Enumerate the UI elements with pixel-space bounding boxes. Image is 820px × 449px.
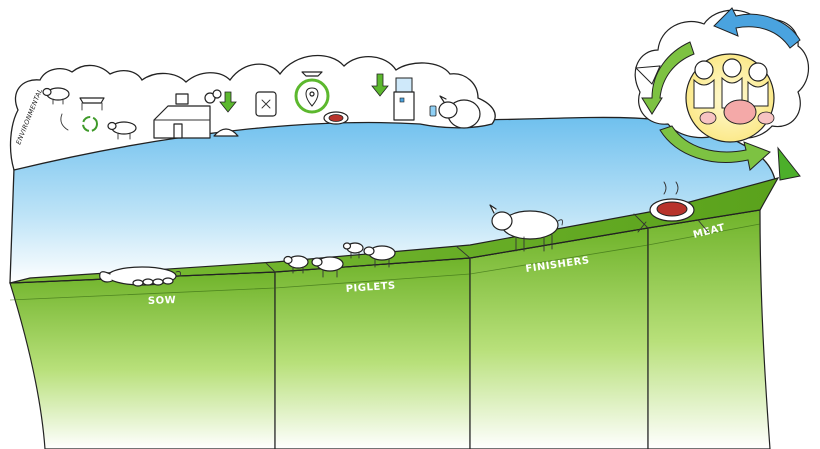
location-cycle-icon [294,71,330,114]
white-arrow-icon [634,65,661,85]
fertilizer-bag-icon [255,91,277,117]
ground-blocks [9,177,780,449]
blue-arrow-icon [713,7,801,49]
env-pig-bottom-icon [107,121,137,140]
stage-label-piglets: PIGLETS [345,281,396,295]
drinking-pig-icon [429,95,481,129]
stage-label-sow: SOW [148,295,177,307]
recycle-icon [82,116,98,132]
farmer-family-icon [685,53,775,143]
smoke-icon [204,89,222,104]
green-arrow-right-icon [777,146,801,181]
curve-arrow-icon [60,113,69,131]
env-meat-plate-icon [323,111,349,125]
env-pig-top-icon [42,87,70,105]
cycle-arrows-icon [634,7,801,181]
down-arrow-icon [219,91,237,113]
sow-with-piglets-icon [99,266,181,287]
meat-plate-icon [637,181,709,233]
barn-icon [153,93,211,139]
water-arrow-icon [371,73,389,97]
green-arrow-bottom-icon [659,125,771,171]
env-tray-icon [79,97,105,111]
finisher-pig-icon [489,204,563,252]
meat-block [647,209,771,449]
environment-cloud [9,54,496,171]
manure-pile-icon [213,128,239,137]
water-cooler-icon [393,77,415,121]
piglets-icon [283,242,396,278]
green-arrow-left-icon [641,41,695,115]
